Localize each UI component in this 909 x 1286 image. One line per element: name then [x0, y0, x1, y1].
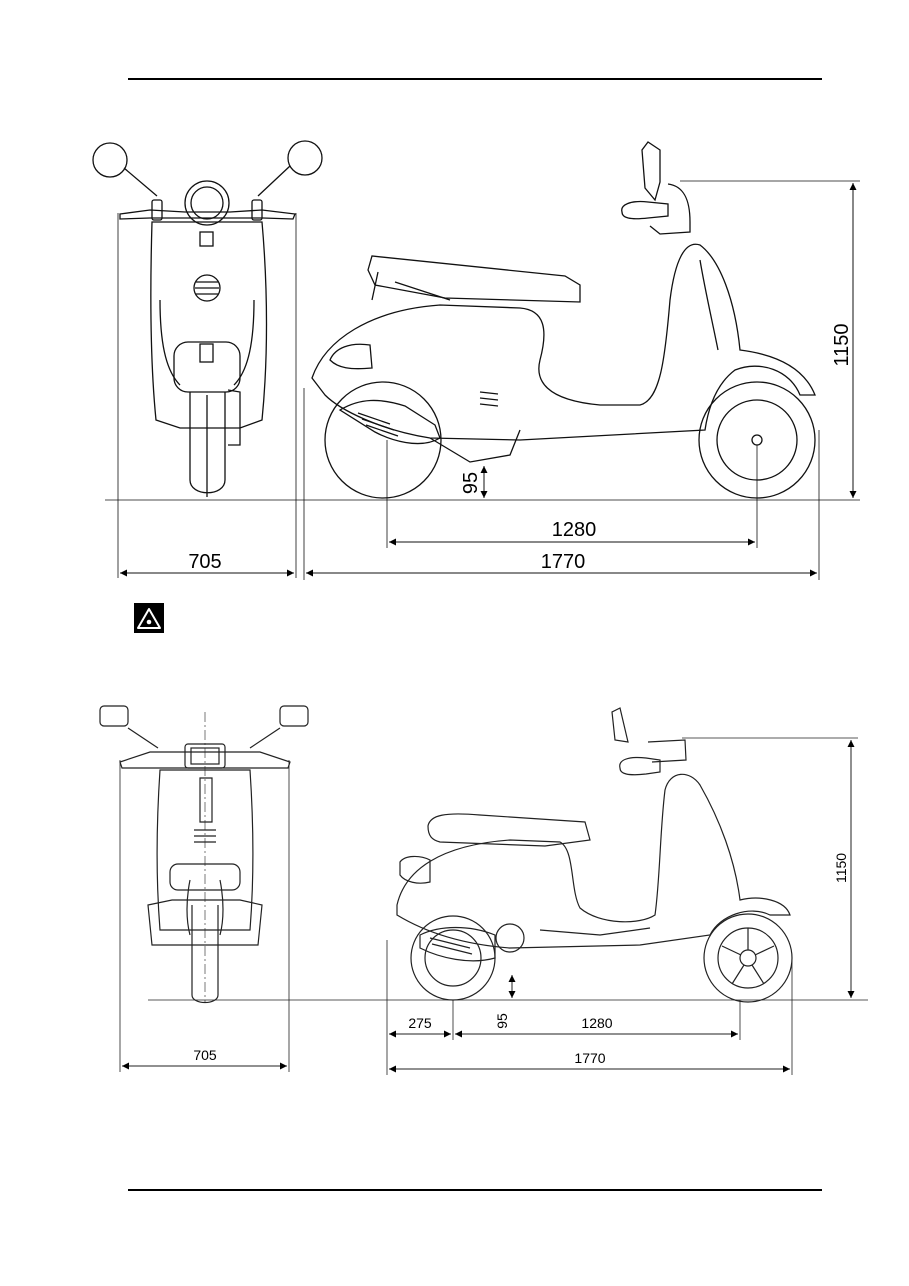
bottom-rear-overhang-label: 275	[408, 1015, 432, 1031]
bottom-front-view	[99, 705, 309, 1004]
top-side-view	[311, 141, 816, 499]
top-ground-clearance-label: 95	[460, 472, 482, 494]
top-wheelbase-label: 1280	[552, 519, 597, 541]
bottom-front-width-label: 705	[193, 1047, 217, 1063]
bottom-wheelbase-label: 1280	[581, 1015, 612, 1031]
warning-triangle-icon	[134, 603, 164, 633]
top-figure	[92, 140, 860, 580]
bottom-figure	[99, 705, 868, 1075]
top-overall-height-label: 1150	[831, 323, 853, 366]
top-front-width-label: 705	[188, 551, 221, 573]
bottom-ground-clearance-label: 95	[494, 1013, 510, 1029]
bottom-overall-length-label: 1770	[574, 1050, 605, 1066]
bottom-side-view	[396, 707, 793, 1003]
top-overall-length-label: 1770	[541, 551, 586, 573]
bottom-overall-height-label: 1150	[833, 853, 849, 883]
top-front-view	[92, 140, 323, 497]
